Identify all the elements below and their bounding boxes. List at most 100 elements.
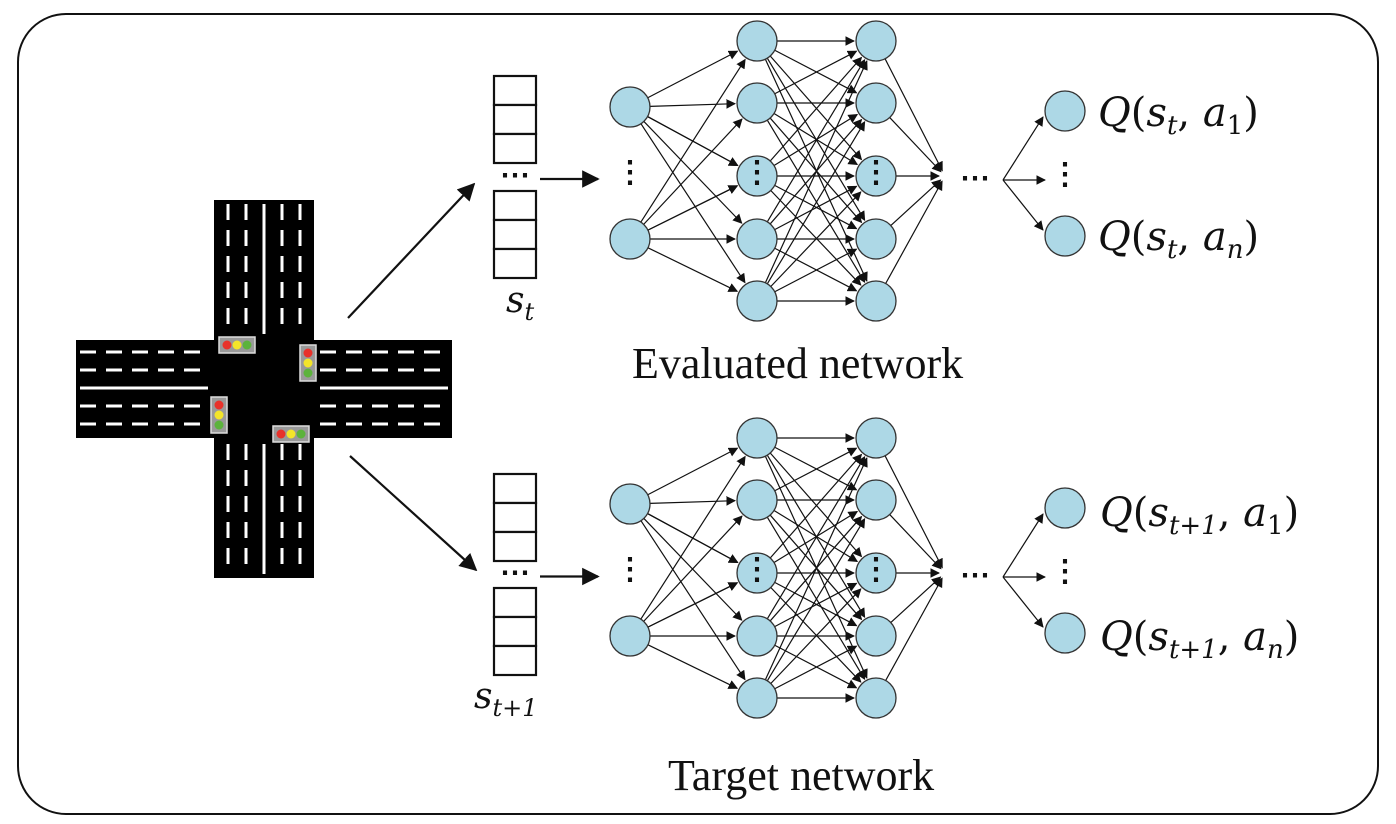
connection (643, 515, 743, 622)
light-bulb (214, 410, 224, 420)
connection (884, 58, 943, 172)
connection (773, 112, 859, 166)
ellipsis: ⋯ (500, 556, 530, 591)
neuron (1044, 90, 1086, 132)
evaluated-network: ⋮⋮⋮⋮⋯ (609, 20, 1086, 322)
connection (647, 644, 739, 689)
state-cell (492, 247, 538, 280)
connection (1002, 116, 1044, 181)
connection (774, 581, 858, 627)
ellipsis: ⋯ (960, 161, 990, 196)
neuron (855, 552, 897, 594)
connection (885, 180, 943, 284)
connection (774, 184, 858, 230)
neuron (855, 677, 897, 719)
connection (774, 248, 858, 293)
connection (647, 513, 739, 564)
neuron (855, 20, 897, 62)
connection (773, 113, 859, 167)
connection (640, 520, 746, 681)
vertical-ellipsis: ⋮ (742, 552, 772, 587)
neuron (609, 483, 651, 525)
neuron (736, 20, 778, 62)
neuron (855, 280, 897, 322)
vertical-ellipsis: ⋮ (861, 155, 891, 190)
state-label-next: st+1 (474, 676, 538, 722)
traffic-light-icon (299, 344, 317, 382)
connection (774, 446, 858, 491)
ellipsis: ⋯ (960, 558, 990, 593)
neuron (1044, 487, 1086, 529)
connection (647, 447, 739, 496)
connection (774, 582, 858, 628)
neuron (609, 615, 651, 657)
state-cell (492, 218, 538, 251)
state-cell (492, 472, 538, 505)
connection (647, 116, 739, 167)
light-bulb (296, 429, 306, 439)
diagram-frame (17, 13, 1379, 815)
vertical-ellipsis: ⋮ (861, 552, 891, 587)
connection (764, 457, 868, 681)
state-cell (492, 530, 538, 563)
neuron (736, 677, 778, 719)
state-vector-next: ⋯ (492, 472, 600, 677)
neuron (855, 417, 897, 459)
connection (889, 117, 942, 173)
q-label-target-a1: Q(st+1, a1) (1100, 490, 1299, 541)
connection (889, 514, 942, 570)
connection (769, 117, 863, 224)
vertical-ellipsis: ⋮ (742, 155, 772, 190)
neuron (609, 218, 651, 260)
road-intersection-icon (76, 200, 452, 578)
state-cell (492, 501, 538, 534)
neuron (736, 82, 778, 124)
connection (766, 516, 866, 680)
connection (885, 577, 943, 681)
connection (774, 185, 858, 231)
arrow-to-next-state (349, 455, 478, 572)
neuron (736, 417, 778, 459)
connection (770, 588, 862, 684)
connection (773, 510, 859, 564)
neuron (1044, 215, 1086, 257)
arrow-to-current-state (347, 182, 476, 319)
neuron (609, 86, 651, 128)
connection (640, 123, 746, 284)
state-cell (492, 74, 538, 107)
light-bulb (242, 340, 252, 350)
connection (649, 99, 736, 109)
connection (1002, 179, 1044, 231)
neuron (855, 479, 897, 521)
light-bulb (303, 368, 313, 378)
traffic-light-icon (210, 396, 228, 434)
state-cell (492, 644, 538, 677)
neuron (1044, 612, 1086, 654)
q-label-evaluated-a1: Q(st, a1) (1098, 90, 1259, 141)
light-bulb (286, 429, 296, 439)
connection (884, 455, 943, 569)
state-vector-current: ⋯ (492, 74, 600, 280)
target-network: ⋮⋮⋮⋮⋯ (609, 417, 1086, 719)
light-bulb (303, 348, 313, 358)
connection (647, 185, 739, 231)
connection (766, 456, 866, 620)
vertical-ellipsis: ⋮ (615, 155, 645, 190)
connection (766, 518, 866, 682)
caption-target-network: Target network (668, 751, 934, 800)
connection (766, 121, 866, 285)
connection (769, 55, 863, 161)
neuron (855, 615, 897, 657)
light-bulb (214, 420, 224, 430)
connection (647, 247, 739, 292)
neuron (736, 155, 778, 197)
connection (890, 179, 942, 226)
light-bulb (232, 340, 242, 350)
connection (1002, 513, 1044, 578)
connection (766, 59, 866, 223)
vertical-ellipsis: ⋮ (615, 552, 645, 587)
connection (769, 514, 863, 621)
connection (649, 496, 736, 506)
